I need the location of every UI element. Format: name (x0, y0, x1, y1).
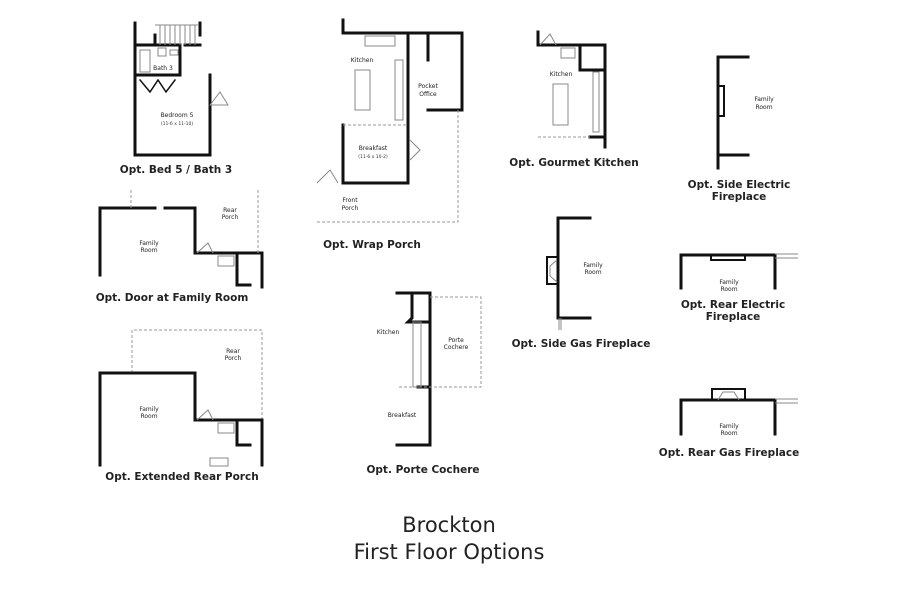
plan-side-electric-fireplace: Family Room Opt. Side Electric Fireplace (688, 55, 791, 203)
kitchen-label: Kitchen (377, 329, 400, 336)
plan-gourmet-kitchen: Kitchen Opt. Gourmet Kitchen (509, 30, 639, 169)
family-room-label-2: Room (140, 247, 157, 254)
porte-cochere-title: Opt. Porte Cochere (366, 464, 479, 476)
pocket-office-label-1: Pocket (418, 83, 438, 90)
family-room-label-1: Family (583, 262, 603, 269)
plan-porte-cochere: Kitchen Porte Cochere Breakfast Opt. Por… (366, 291, 482, 476)
family-room-label-1: Family (719, 423, 739, 430)
bed5-title: Opt. Bed 5 / Bath 3 (120, 164, 232, 176)
breakfast-label: Breakfast (359, 145, 388, 152)
front-porch-label-1: Front (342, 197, 358, 204)
rear-porch-label-2: Porch (222, 214, 239, 221)
plan-rear-gas-fireplace: Family Room Opt. Rear Gas Fireplace (659, 388, 799, 459)
side-electric-title-2: Fireplace (712, 191, 767, 203)
porte-cochere-label-2: Cochere (444, 344, 469, 351)
front-porch-label-2: Porch (342, 205, 359, 212)
family-room-label-2: Room (755, 104, 772, 111)
family-room-label-2: Room (720, 286, 737, 293)
rear-porch-label-2: Porch (225, 355, 242, 362)
side-electric-title-1: Opt. Side Electric (688, 179, 791, 191)
family-room-label-1: Family (719, 279, 739, 286)
plan-side-gas-fireplace: Family Room Opt. Side Gas Fireplace (512, 216, 651, 350)
bedroom-5-dims: (11-6 x 11-10) (161, 121, 194, 127)
plan-door-family-room: Family Room Rear Porch Opt. Door at Fami… (96, 190, 264, 304)
door-family-title: Opt. Door at Family Room (96, 292, 249, 304)
gas-fireplace-icon (546, 256, 559, 285)
breakfast-dims: (11-6 x 10-2) (358, 154, 388, 160)
rear-porch-label-1: Rear (223, 207, 237, 214)
gourmet-kitchen-title: Opt. Gourmet Kitchen (509, 157, 638, 169)
porte-cochere-label-1: Porte (448, 337, 464, 344)
rear-gas-title: Opt. Rear Gas Fireplace (659, 447, 799, 459)
plan-extended-rear-porch: Family Room Rear Porch Opt. Extended Rea… (98, 329, 264, 483)
electric-fireplace-icon (717, 85, 725, 117)
family-room-label-2: Room (584, 269, 601, 276)
kitchen-label: Kitchen (351, 57, 374, 64)
sheet-title: Brockton (402, 513, 496, 537)
sheet-subtitle: First Floor Options (354, 540, 545, 564)
bedroom-5-label: Bedroom 5 (161, 112, 194, 119)
plan-wrap-porch: Kitchen Pocket Office Breakfast (11-6 x … (315, 18, 464, 251)
pocket-office-label-2: Office (419, 91, 437, 98)
gas-fireplace-icon (711, 388, 746, 401)
rear-porch-label-1: Rear (226, 348, 240, 355)
family-room-label-1: Family (139, 240, 159, 247)
plan-bed5-bath3: Bath 3 Bedroom 5 (11-6 x 11-10) Opt. Bed… (120, 21, 232, 176)
electric-fireplace-icon (710, 254, 746, 261)
rear-electric-title-2: Fireplace (706, 311, 761, 323)
family-room-label-2: Room (140, 413, 157, 420)
extended-porch-title: Opt. Extended Rear Porch (105, 471, 258, 483)
family-room-label-1: Family (754, 96, 774, 103)
side-gas-title: Opt. Side Gas Fireplace (512, 338, 651, 350)
plan-rear-electric-fireplace: Family Room Opt. Rear Electric Fireplace (679, 253, 798, 323)
breakfast-label: Breakfast (388, 412, 417, 419)
bath-3-label: Bath 3 (153, 65, 173, 72)
wrap-porch-title: Opt. Wrap Porch (323, 239, 421, 251)
family-room-label-2: Room (720, 430, 737, 437)
family-room-label-1: Family (139, 406, 159, 413)
rear-electric-title-1: Opt. Rear Electric (681, 299, 785, 311)
kitchen-label: Kitchen (550, 71, 573, 78)
